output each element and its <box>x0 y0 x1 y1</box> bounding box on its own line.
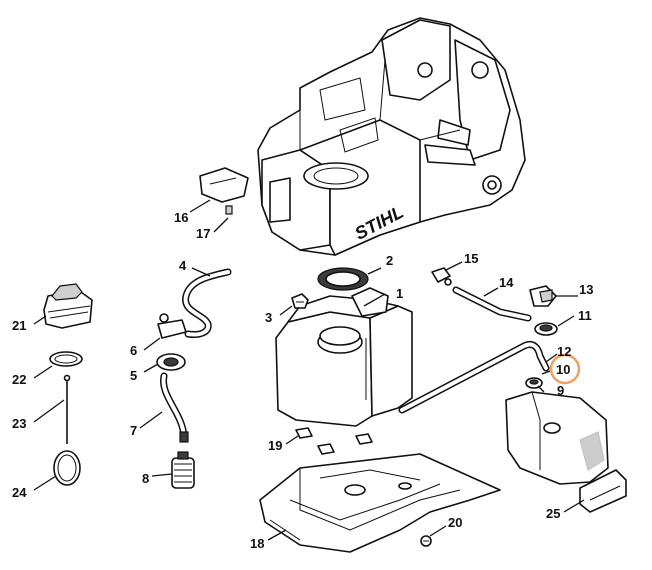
part-23-rod <box>63 374 71 444</box>
callout-17[interactable]: 17 <box>196 226 210 241</box>
callout-25[interactable]: 25 <box>546 506 560 521</box>
part-5-grommet <box>156 353 186 371</box>
part-3-grommet <box>291 293 309 309</box>
part-25-pad <box>579 469 627 513</box>
side-cover <box>505 391 609 485</box>
callout-24[interactable]: 24 <box>12 485 27 500</box>
callout-23[interactable]: 23 <box>12 416 26 431</box>
callout-21[interactable]: 21 <box>12 318 26 333</box>
callout-8[interactable]: 8 <box>142 471 149 486</box>
part-8-filter <box>171 451 195 489</box>
callout-16[interactable]: 16 <box>174 210 188 225</box>
part-19-pads <box>295 427 373 455</box>
callout-14[interactable]: 14 <box>499 275 514 290</box>
callout-19[interactable]: 19 <box>268 438 282 453</box>
callout-12[interactable]: 12 <box>557 344 571 359</box>
leader-lines <box>33 199 585 541</box>
part-13-fitting <box>529 285 557 307</box>
callout-7[interactable]: 7 <box>130 423 137 438</box>
callout-6[interactable]: 6 <box>130 343 137 358</box>
callout-9[interactable]: 9 <box>557 383 564 398</box>
part-24-ring <box>53 450 81 486</box>
part-4-hose <box>182 268 232 338</box>
part-22-oring <box>49 351 83 367</box>
part-6-connector <box>157 313 187 339</box>
callout-3[interactable]: 3 <box>265 310 272 325</box>
part-15-valve <box>431 267 452 286</box>
callout-labels: 1 2 3 4 5 6 7 8 9 10 11 12 13 14 15 16 1… <box>12 210 593 551</box>
part-18-base-plate <box>259 453 501 553</box>
callout-11[interactable]: 11 <box>578 308 592 323</box>
part-9-plug <box>525 377 543 389</box>
part-14-vent-line <box>452 286 532 322</box>
callout-2[interactable]: 2 <box>386 253 393 268</box>
callout-4[interactable]: 4 <box>179 258 187 273</box>
part-21-tank-cap <box>43 283 93 329</box>
part-20-screw <box>420 535 432 547</box>
callout-22[interactable]: 22 <box>12 372 26 387</box>
part-2-seal <box>317 267 369 291</box>
part-7-fuel-line <box>160 372 189 443</box>
callout-20[interactable]: 20 <box>448 515 462 530</box>
callout-18[interactable]: 18 <box>250 536 264 551</box>
callout-13[interactable]: 13 <box>579 282 593 297</box>
highlight-ring <box>549 353 581 385</box>
callout-1[interactable]: 1 <box>396 286 403 301</box>
crankcase-housing: STIHL <box>257 17 526 256</box>
part-16-bracket <box>199 167 249 215</box>
callout-10[interactable]: 10 <box>556 362 570 377</box>
part-11-grommet <box>534 322 558 336</box>
callout-15[interactable]: 15 <box>464 251 478 266</box>
part-12-tube <box>398 340 550 414</box>
callout-5[interactable]: 5 <box>130 368 137 383</box>
